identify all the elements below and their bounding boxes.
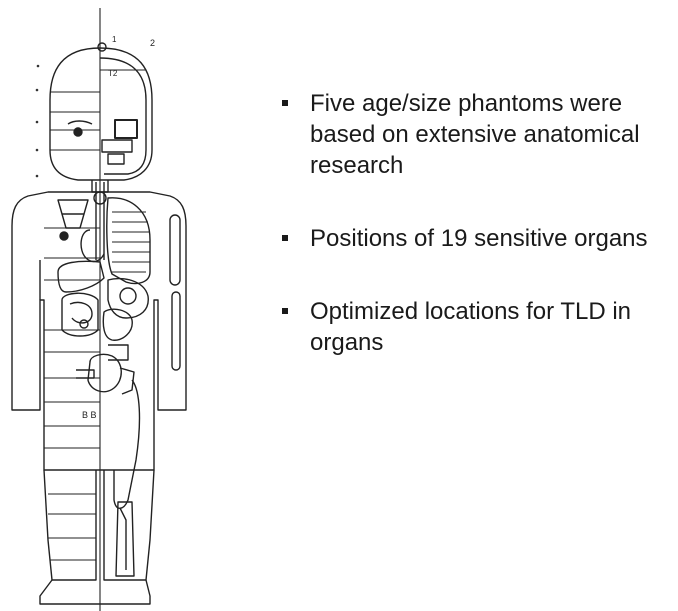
bullet-text: Positions of 19 sensitive organs xyxy=(310,223,674,254)
liver xyxy=(58,261,104,292)
phantom-diagram: B B 1 2 T2 xyxy=(0,0,240,611)
bullet-text: Optimized locations for TLD in organs xyxy=(310,296,674,358)
bullet-square-icon xyxy=(282,235,288,241)
marker-2: 2 xyxy=(150,38,155,48)
marker-1: 1 xyxy=(112,35,117,44)
orbit-box xyxy=(115,120,137,138)
bullet-square-icon xyxy=(282,100,288,106)
bullet-text: Five age/size phantoms were based on ext… xyxy=(310,88,674,181)
feet xyxy=(40,580,150,604)
right-lung xyxy=(107,198,150,284)
bullet-square-icon xyxy=(282,308,288,314)
skull-inner xyxy=(100,58,146,174)
head-label: T2 xyxy=(108,69,118,78)
bullet-item: Optimized locations for TLD in organs xyxy=(282,296,674,358)
eye xyxy=(74,128,82,136)
svg-text:B B: B B xyxy=(82,410,97,420)
head-outline xyxy=(50,48,152,180)
bullet-list: Five age/size phantoms were based on ext… xyxy=(282,88,674,358)
left-leg xyxy=(44,470,96,580)
femur xyxy=(114,380,139,508)
stomach xyxy=(108,279,148,318)
right-arm-bone xyxy=(170,215,180,285)
tibia xyxy=(116,502,134,576)
torso-outline xyxy=(12,192,186,470)
thyroid xyxy=(58,200,88,214)
bullet-item: Five age/size phantoms were based on ext… xyxy=(282,88,674,181)
bullet-item: Positions of 19 sensitive organs xyxy=(282,223,674,254)
right-leg xyxy=(104,470,154,580)
heart xyxy=(81,230,104,261)
